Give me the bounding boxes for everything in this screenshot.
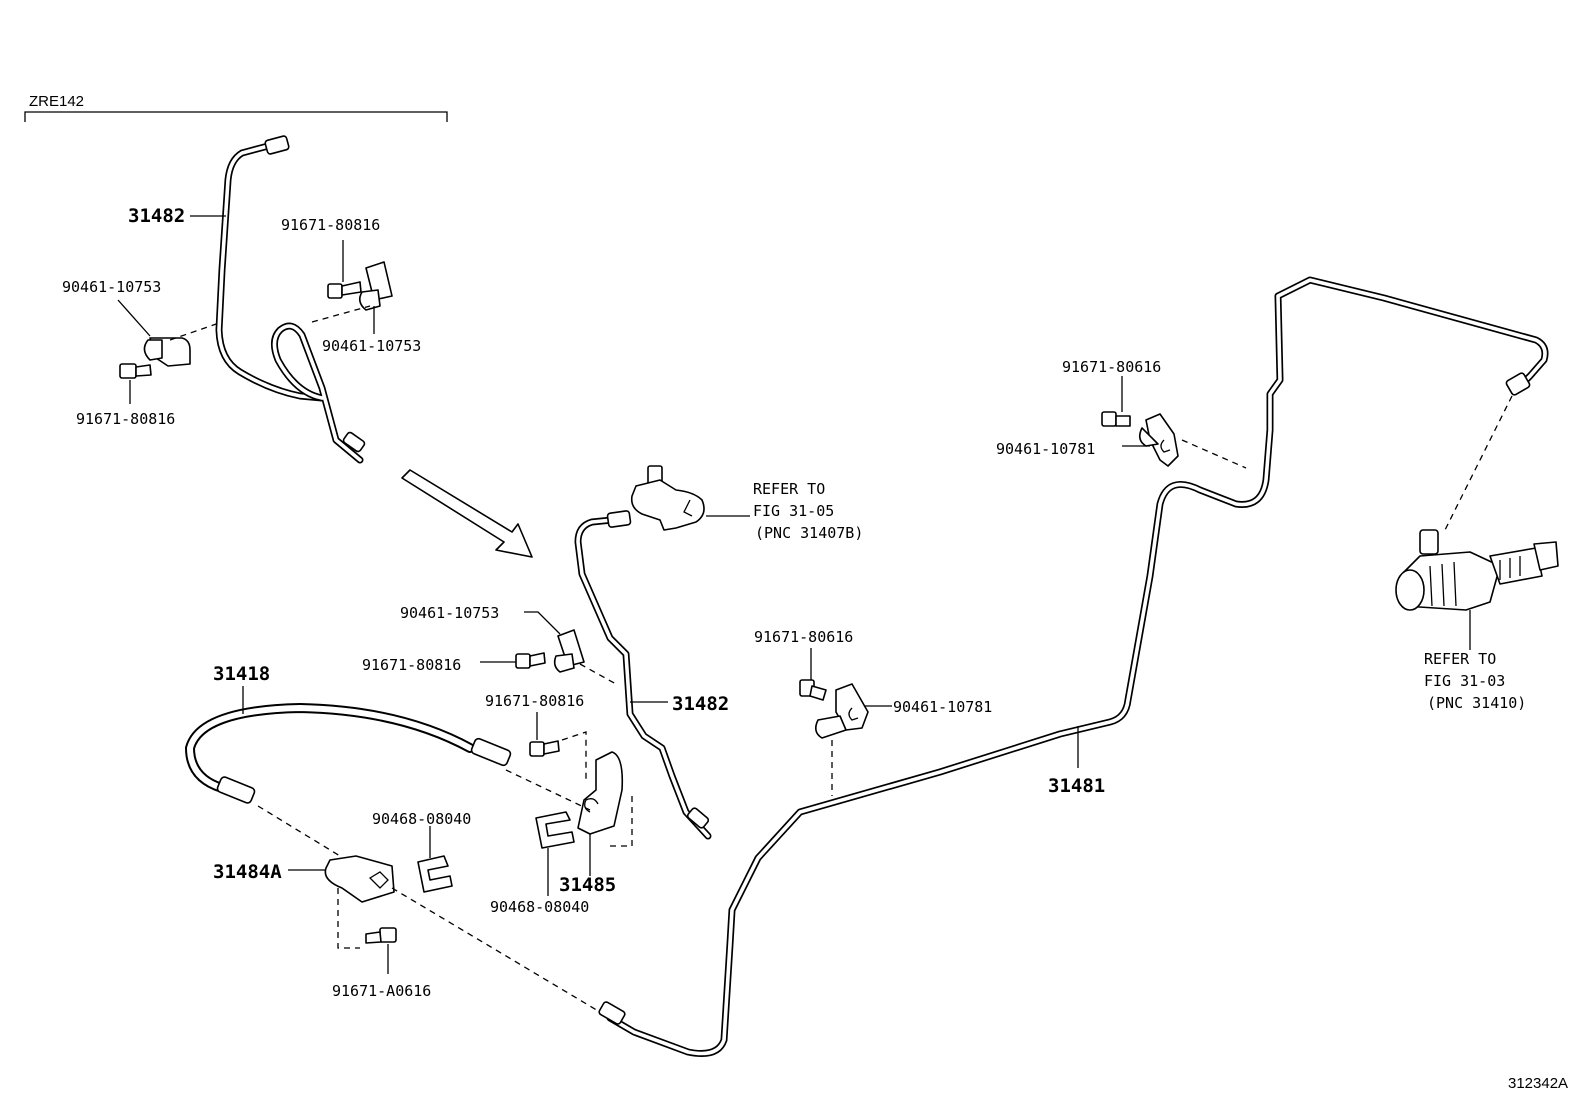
- main-bolt-91671-80816-upper: [480, 652, 546, 669]
- bracket-31484a: [257, 805, 611, 1019]
- label-90461-10753-inset-right: 90461-10753: [322, 337, 421, 355]
- variant-label: ZRE142: [29, 93, 84, 110]
- inset-clamp-right: [311, 240, 393, 334]
- svg-text:FIG 31-03: FIG 31-03: [1424, 672, 1505, 690]
- label-91671-80816-main-lower: 91671-80816: [485, 692, 584, 710]
- clamp-90461-10781-lower: [814, 683, 892, 796]
- main-clamp-90461-10753: [524, 611, 617, 685]
- label-31482-main: 31482: [672, 693, 729, 715]
- bracket-31485: [577, 751, 633, 876]
- label-90468-08040-upper: 90468-08040: [372, 810, 471, 828]
- bolt-91671-a0616: [365, 927, 397, 974]
- label-90461-10753-main: 90461-10753: [400, 604, 499, 622]
- clip-90468-08040-middle: [535, 811, 575, 896]
- label-91671-80816-inset-left: 91671-80816: [76, 410, 175, 428]
- figure-code: 312342A: [1508, 1075, 1568, 1092]
- label-91671-a0616: 91671-A0616: [332, 982, 431, 1000]
- svg-text:(PNC 31407B): (PNC 31407B): [755, 524, 863, 542]
- flex-hose-31418: [184, 686, 591, 811]
- release-cylinder: [1395, 529, 1559, 650]
- main-tube-31481: [598, 276, 1549, 1057]
- label-90461-10781-lower: 90461-10781: [893, 698, 992, 716]
- label-91671-80816-main-upper: 91671-80816: [362, 656, 461, 674]
- inset-tube-31482: [190, 135, 366, 464]
- bolt-91671-80616-upper: [1101, 376, 1131, 427]
- svg-text:(PNC 31410): (PNC 31410): [1427, 694, 1526, 712]
- ref-fig-31-05: REFER TO FIG 31-05 (PNC 31407B): [753, 480, 863, 542]
- bolt-91671-80616-lower: [799, 648, 827, 701]
- label-91671-80616-lower: 91671-80616: [754, 628, 853, 646]
- variant-bracket: ZRE142: [24, 93, 448, 122]
- ref-fig-31-03: REFER TO FIG 31-03 (PNC 31410): [1424, 650, 1526, 712]
- label-31481: 31481: [1048, 775, 1105, 797]
- label-90468-08040-lower: 90468-08040: [490, 898, 589, 916]
- label-31482-inset: 31482: [128, 205, 185, 227]
- svg-text:FIG 31-05: FIG 31-05: [753, 502, 834, 520]
- direction-arrow: [401, 469, 533, 558]
- label-31484a: 31484A: [213, 861, 282, 883]
- label-90461-10781-upper: 90461-10781: [996, 440, 1095, 458]
- label-90461-10753-inset-left: 90461-10753: [62, 278, 161, 296]
- label-31418: 31418: [213, 663, 270, 685]
- main-tube-31482: [574, 510, 712, 840]
- label-31485: 31485: [559, 874, 616, 896]
- inset-clamp-left: [117, 299, 223, 367]
- label-91671-80816-inset-right: 91671-80816: [281, 216, 380, 234]
- main-bolt-91671-80816-lower: [529, 712, 587, 780]
- clip-90468-08040-left: [417, 826, 453, 893]
- inset-bolt-left: [119, 363, 152, 404]
- svg-text:REFER TO: REFER TO: [753, 480, 825, 498]
- clamp-90461-10781-upper: [1122, 413, 1247, 469]
- label-91671-80616-upper: 91671-80616: [1062, 358, 1161, 376]
- svg-text:REFER TO: REFER TO: [1424, 650, 1496, 668]
- master-cylinder-union: [630, 465, 750, 531]
